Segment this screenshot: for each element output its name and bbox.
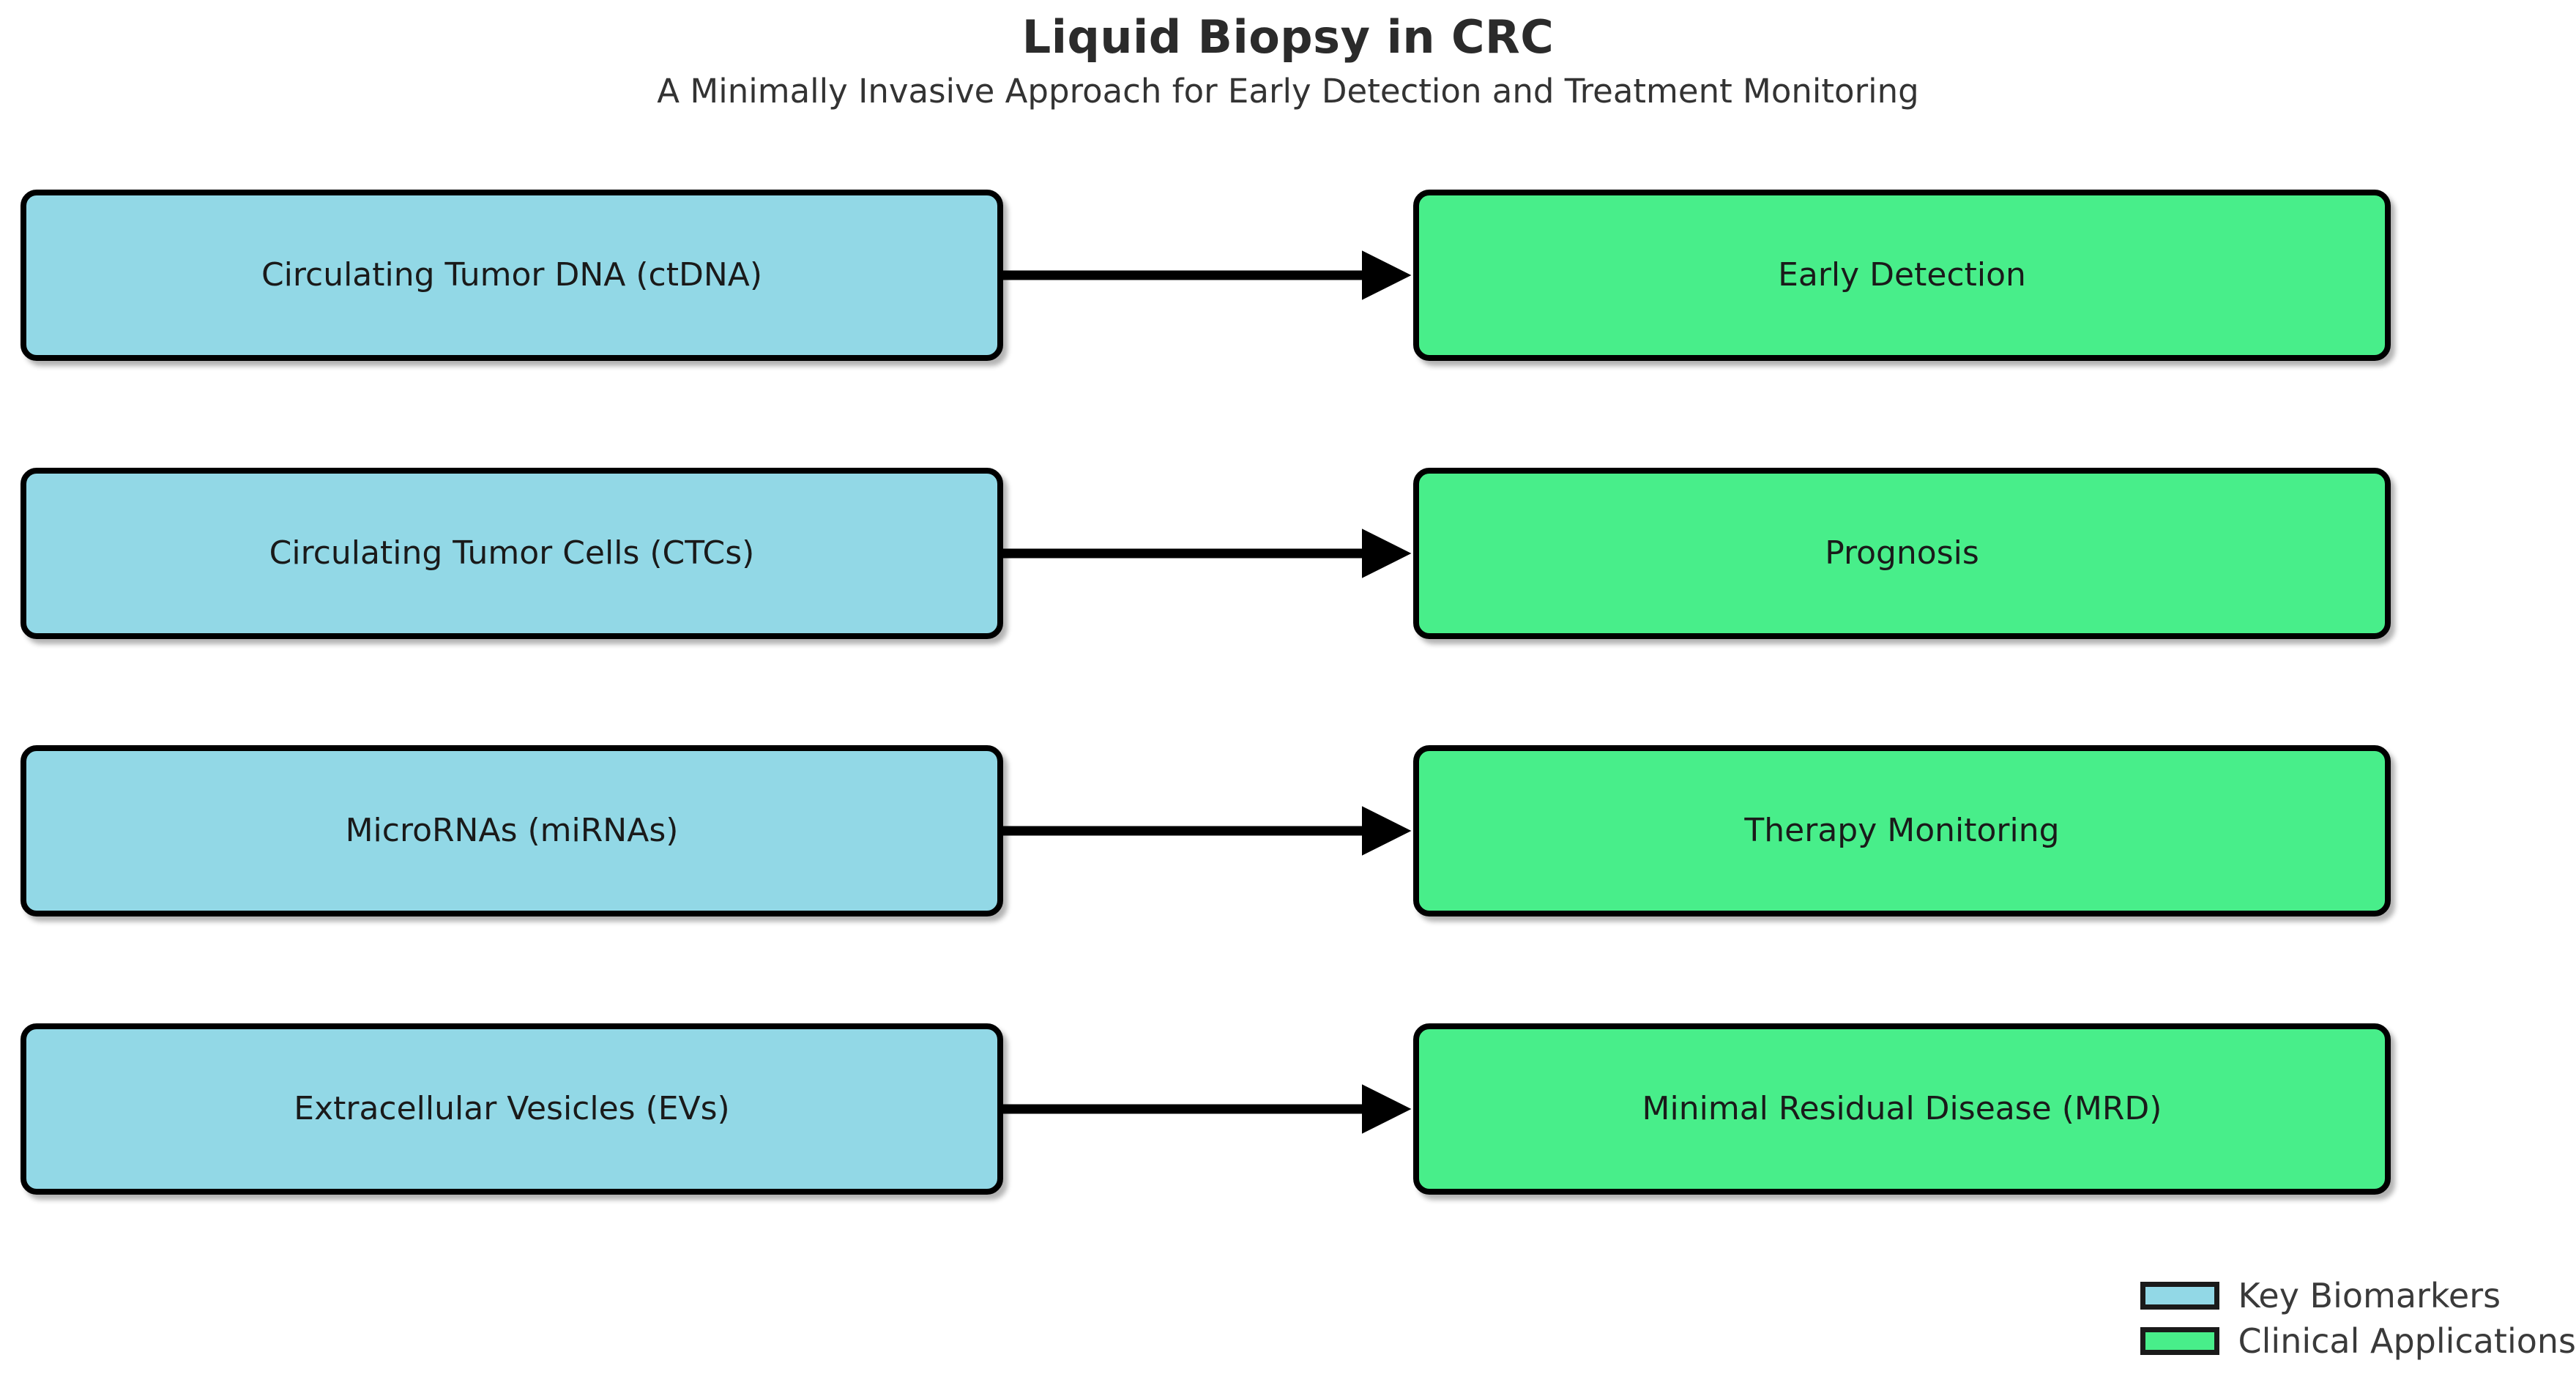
diagram-header: Liquid Biopsy in CRC A Minimally Invasiv… — [0, 0, 2576, 110]
legend: Key Biomarkers Clinical Applications — [2140, 1279, 2576, 1358]
node-extracellular-vesicles[interactable]: Extracellular Vesicles (EVs) — [21, 1023, 1003, 1195]
node-label: Minimal Residual Disease (MRD) — [1642, 1089, 2162, 1127]
legend-item-key-biomarkers: Key Biomarkers — [2140, 1279, 2501, 1313]
node-prognosis[interactable]: Prognosis — [1413, 468, 2391, 639]
page-subtitle: A Minimally Invasive Approach for Early … — [657, 71, 1919, 111]
node-circulating-tumor-dna[interactable]: Circulating Tumor DNA (ctDNA) — [21, 190, 1003, 361]
node-therapy-monitoring[interactable]: Therapy Monitoring — [1413, 745, 2391, 916]
node-label: Prognosis — [1825, 534, 1979, 572]
node-label: Extracellular Vesicles (EVs) — [294, 1089, 730, 1127]
node-label: Early Detection — [1778, 255, 2026, 294]
legend-swatch-application-icon — [2140, 1327, 2219, 1355]
node-minimal-residual-disease[interactable]: Minimal Residual Disease (MRD) — [1413, 1023, 2391, 1195]
legend-swatch-biomarker-icon — [2140, 1282, 2219, 1310]
legend-item-clinical-applications: Clinical Applications — [2140, 1324, 2576, 1358]
page-title: Liquid Biopsy in CRC — [1021, 10, 1555, 64]
legend-label: Clinical Applications — [2238, 1321, 2576, 1361]
node-label: MicroRNAs (miRNAs) — [345, 811, 679, 849]
node-circulating-tumor-cells[interactable]: Circulating Tumor Cells (CTCs) — [21, 468, 1003, 639]
legend-label: Key Biomarkers — [2238, 1276, 2501, 1315]
node-micrornas[interactable]: MicroRNAs (miRNAs) — [21, 745, 1003, 916]
node-label: Circulating Tumor DNA (ctDNA) — [261, 255, 763, 294]
node-label: Circulating Tumor Cells (CTCs) — [269, 534, 755, 572]
node-early-detection[interactable]: Early Detection — [1413, 190, 2391, 361]
node-label: Therapy Monitoring — [1744, 811, 2060, 849]
